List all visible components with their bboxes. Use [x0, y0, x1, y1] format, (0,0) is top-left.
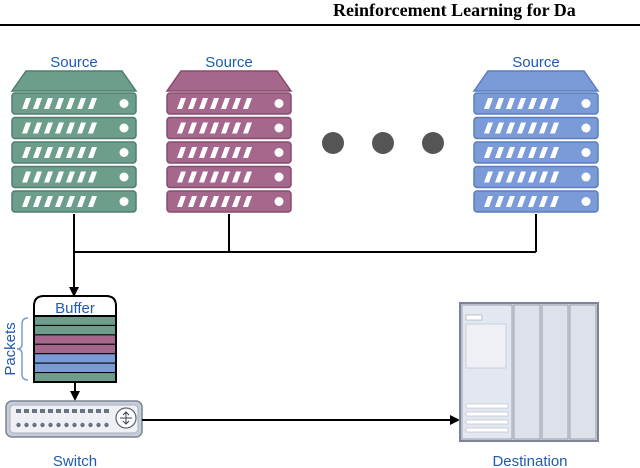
- server-rack-icon: [472, 70, 600, 213]
- header-rule: [0, 24, 640, 26]
- destination-label: Destination: [492, 453, 567, 468]
- header-title: Reinforcement Learning for Da: [333, 0, 576, 20]
- packets-brace: [16, 317, 29, 381]
- server-rack-icon: [165, 70, 293, 213]
- source-connections: [69, 214, 537, 297]
- switch-label: Switch: [53, 453, 97, 468]
- buffer-label: Buffer: [55, 300, 95, 317]
- source-label-3: Source: [512, 54, 560, 71]
- ellipsis-dots-icon: [322, 132, 444, 154]
- network-switch-icon: [5, 400, 143, 438]
- buffer-queue-icon: [33, 295, 117, 383]
- packets-label: Packets: [2, 322, 19, 375]
- server-rack-icon: [10, 70, 138, 213]
- datacenter-rack-icon: [459, 302, 599, 442]
- source-label-1: Source: [50, 54, 98, 71]
- source-label-2: Source: [205, 54, 253, 71]
